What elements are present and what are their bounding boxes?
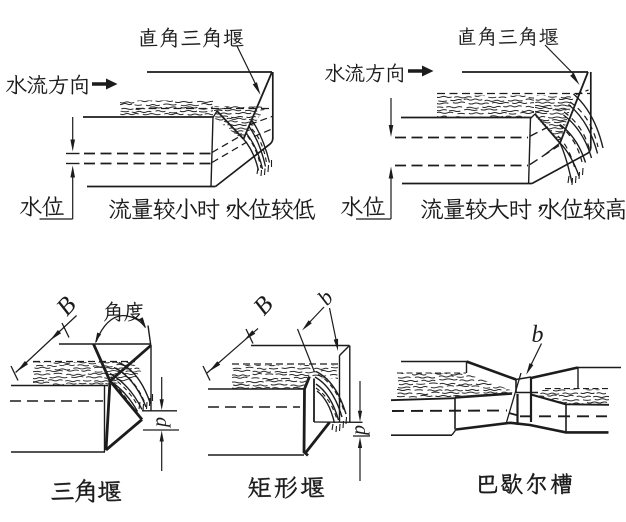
svg-text:b: b [532, 322, 544, 348]
svg-text:p: p [149, 417, 171, 429]
svg-text:p: p [348, 425, 370, 437]
